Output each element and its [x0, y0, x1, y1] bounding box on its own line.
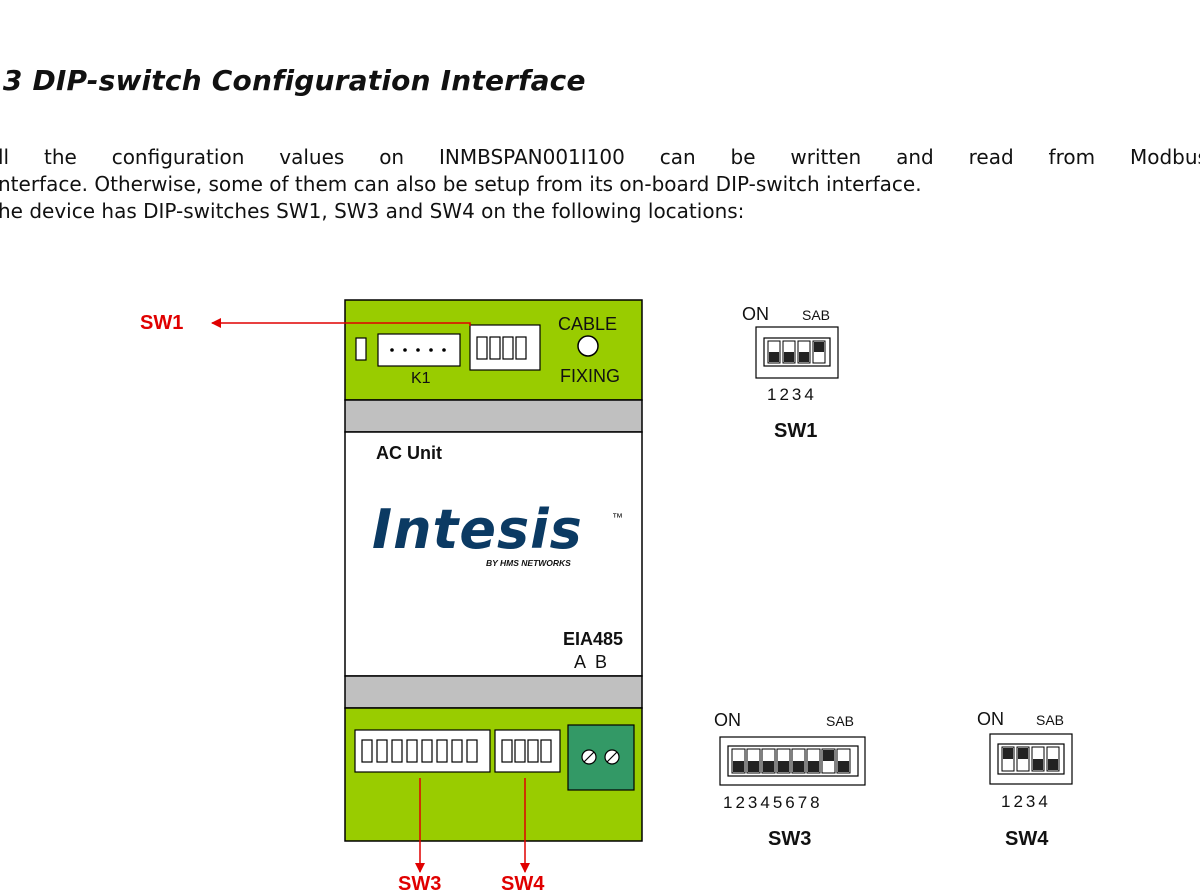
sw1-numbers: 1234 — [767, 385, 817, 404]
paragraph-word: ll — [0, 145, 10, 169]
paragraph-line-2: nterface. Otherwise, some of them can al… — [0, 172, 922, 196]
ab-label: A B — [574, 652, 608, 672]
paragraph-word: INMBSPAN001I100 — [438, 145, 625, 169]
sw4-block-slots — [501, 739, 552, 763]
bottom-grey-strip — [344, 675, 643, 709]
k1-pins — [390, 348, 446, 352]
k1-label: K1 — [411, 370, 431, 387]
sw3-title: SW3 — [768, 828, 812, 850]
sw3-sab-label: SAB — [826, 713, 855, 729]
sw4-detail-switches — [1001, 746, 1060, 772]
sw1-callout-label: SW1 — [140, 312, 184, 334]
sw1-block-slots — [476, 336, 527, 360]
paragraph-word: and — [896, 145, 934, 169]
cable-label: CABLE — [558, 314, 618, 334]
led-indicator — [355, 337, 367, 361]
paragraph-word: Modbus — [1129, 145, 1200, 169]
sw3-numbers: 12345678 — [723, 793, 823, 812]
paragraph-line-1: ll the configuration values on INMBSPAN001I10… — [0, 144, 1200, 171]
ac-unit-label: AC Unit — [376, 443, 442, 463]
sw1-detail-switches — [767, 340, 826, 364]
intesis-logo: Intesis — [372, 498, 583, 561]
cable-fixing-hole — [577, 335, 599, 357]
paragraph-word: on — [379, 145, 405, 169]
sw1-on-label: ON — [742, 304, 769, 324]
paragraph-word: configuration — [111, 145, 245, 169]
logo-trademark: ™ — [612, 512, 623, 524]
eia485-terminal — [567, 724, 635, 791]
top-grey-strip — [344, 399, 643, 433]
sw4-numbers: 1234 — [1001, 792, 1051, 811]
paragraph-word: can — [659, 145, 696, 169]
paragraph-word: the — [44, 145, 77, 169]
sw4-title: SW4 — [1005, 828, 1049, 850]
paragraph-word: values — [279, 145, 345, 169]
section-heading: .3 DIP-switch Configuration Interface — [0, 64, 586, 97]
sw3-callout-label: SW3 — [398, 873, 442, 895]
paragraph-word: written — [790, 145, 862, 169]
sw3-on-label: ON — [714, 710, 741, 730]
sw1-title: SW1 — [774, 420, 818, 442]
paragraph-word: be — [730, 145, 756, 169]
eia485-label: EIA485 — [563, 629, 624, 649]
sw4-on-label: ON — [977, 709, 1004, 729]
terminal-screws — [581, 749, 620, 765]
sw3-detail-switches — [731, 748, 851, 774]
intro-paragraph: ll the configuration values on INMBSPAN001I10… — [0, 144, 1200, 225]
sw1-callout-arrow — [211, 318, 471, 328]
white-front-panel — [344, 431, 643, 677]
sw4-sab-label: SAB — [1036, 712, 1065, 728]
paragraph-word: read — [968, 145, 1014, 169]
paragraph-line-3: he device has DIP-switches SW1, SW3 and … — [0, 199, 745, 223]
paragraph-word: from — [1048, 145, 1096, 169]
sw1-sab-label: SAB — [802, 307, 831, 323]
logo-subtitle: BY HMS NETWORKS — [486, 558, 571, 568]
sw4-callout-label: SW4 — [501, 873, 545, 895]
fixing-label: FIXING — [560, 366, 621, 386]
sw3-block-slots — [361, 739, 478, 763]
